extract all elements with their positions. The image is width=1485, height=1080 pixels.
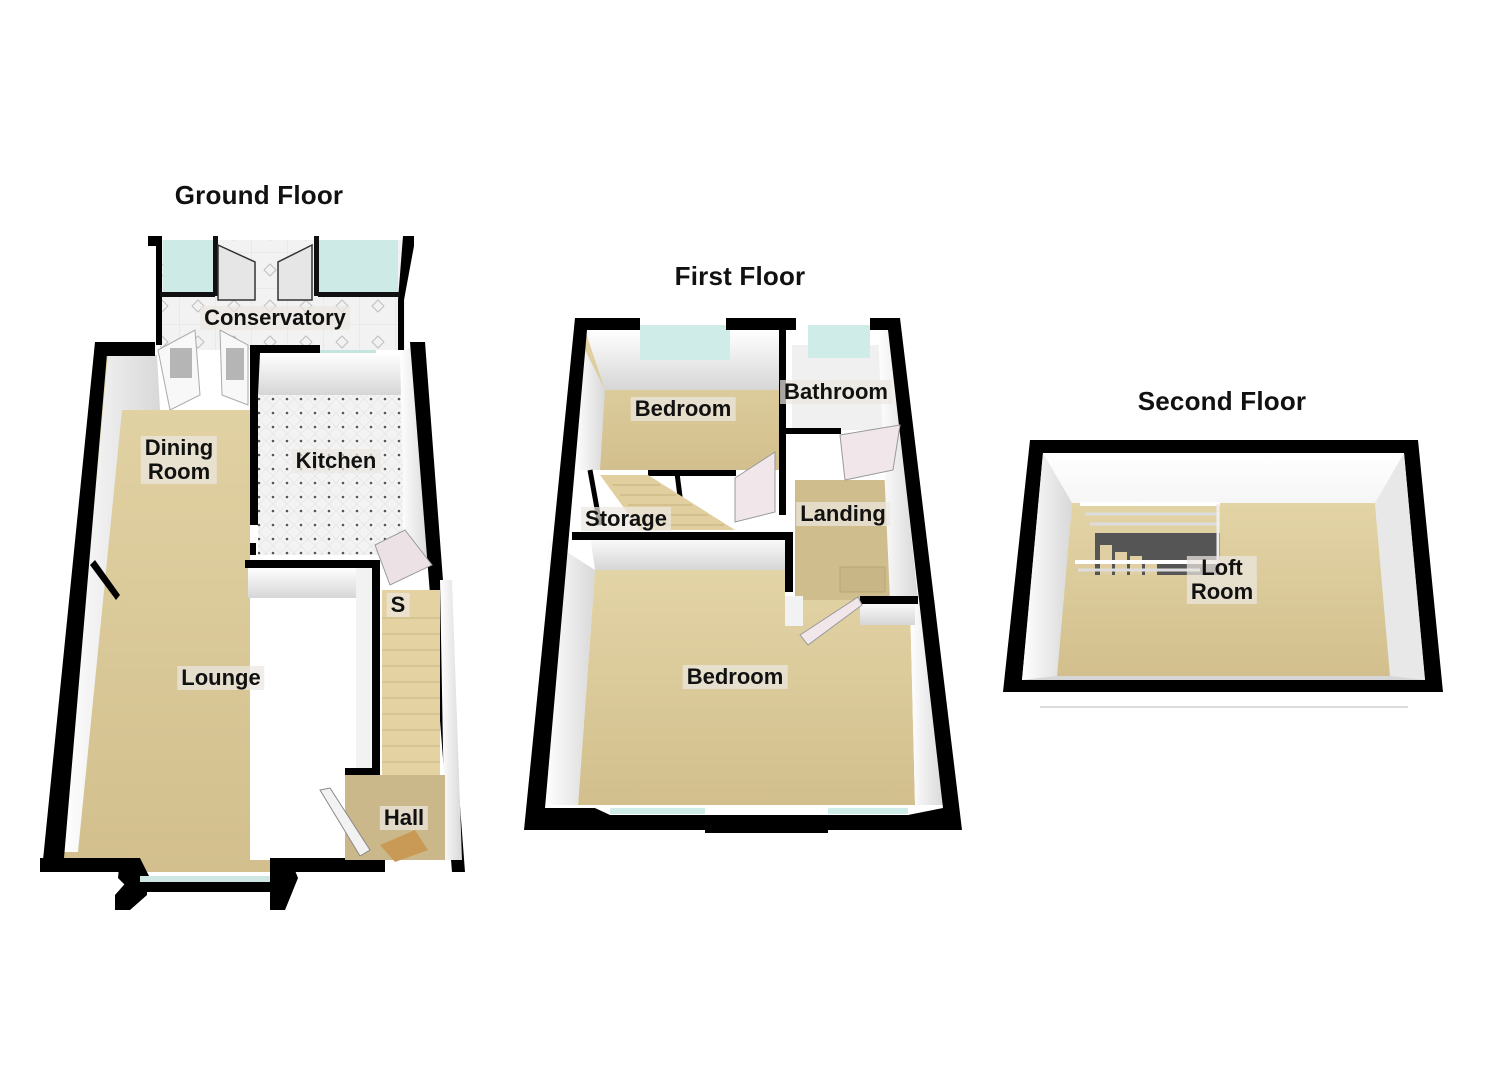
room-label-storage: Storage	[581, 507, 671, 531]
room-label-hall: Hall	[379, 806, 429, 830]
room-label-dining-room: Dining Room	[140, 436, 218, 484]
second-floor-title: Second Floor	[1137, 386, 1307, 416]
room-label-lounge: Lounge	[177, 666, 265, 690]
room-label-kitchen: Kitchen	[291, 449, 381, 473]
first-floor-plan	[524, 318, 962, 833]
room-label-conservatory: Conservatory	[200, 306, 350, 330]
window-icon	[640, 325, 732, 360]
door-icon	[799, 596, 863, 646]
doormat-icon	[380, 830, 428, 862]
front-door-icon	[319, 787, 371, 857]
stairs-area	[245, 560, 462, 862]
door-icon	[734, 451, 776, 523]
ground-floor-title: Ground Floor	[174, 180, 344, 210]
door-icon	[374, 529, 433, 586]
stair-top-icon	[839, 566, 886, 593]
room-label-landing: Landing	[796, 502, 890, 526]
first-floor-title: First Floor	[674, 261, 806, 291]
door-icon	[277, 243, 313, 301]
room-label-stairs: S	[386, 593, 410, 617]
door-icon	[217, 243, 256, 301]
door-icon	[839, 424, 901, 481]
room-label-loft-room: Loft Room	[1186, 556, 1258, 604]
room-label-bedroom-front: Bedroom	[682, 665, 788, 689]
kitchen-area	[258, 342, 465, 872]
window-icon	[808, 325, 870, 358]
room-label-bedroom-rear: Bedroom	[630, 397, 736, 421]
staircase-icon	[382, 590, 440, 775]
room-label-bathroom: Bathroom	[780, 380, 892, 404]
